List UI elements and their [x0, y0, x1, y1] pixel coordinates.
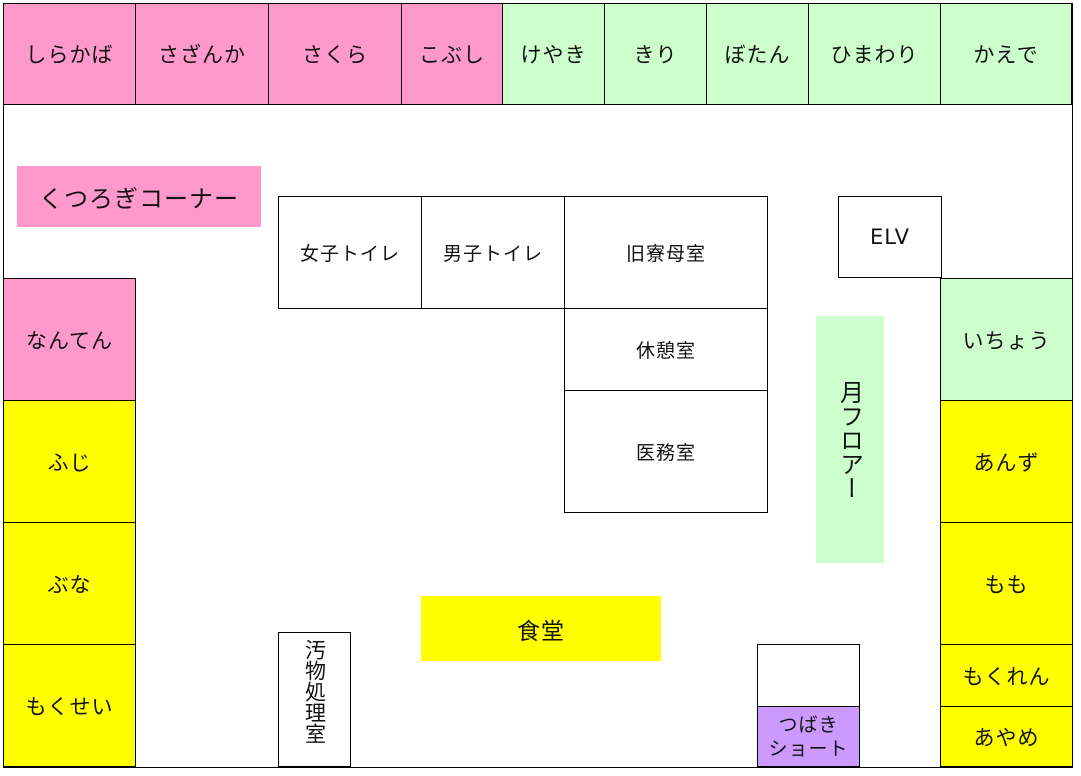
old-dorm-mother-room[interactable]: 旧寮母室 — [564, 196, 768, 309]
room-fuji[interactable]: ふじ — [3, 400, 136, 523]
room-label: あやめ — [973, 725, 1040, 750]
room-label: こぶし — [419, 43, 485, 67]
break-room[interactable]: 休憩室 — [564, 308, 768, 391]
room-botan[interactable]: ぼたん — [706, 3, 809, 105]
room-label: 旧寮母室 — [625, 243, 706, 265]
floor-name-text: 月フロアー — [835, 379, 864, 500]
room-label: しらかば — [25, 43, 114, 67]
room-tsubaki-short[interactable]: つばき ショート — [757, 706, 860, 767]
medical-room[interactable]: 医務室 — [564, 390, 768, 513]
room-mokusei[interactable]: もくせい — [3, 644, 136, 767]
room-label: もも — [984, 572, 1029, 597]
room-label: 男子トイレ — [442, 243, 543, 265]
elevator[interactable]: ELV — [838, 196, 942, 278]
room-label: なんてん — [26, 328, 113, 353]
room-label: 女子トイレ — [299, 243, 400, 265]
room-mokuren[interactable]: もくれん — [940, 644, 1073, 707]
room-label: きり — [633, 43, 678, 67]
womens-toilet[interactable]: 女子トイレ — [278, 196, 422, 309]
room-label-line2: ショート — [768, 737, 849, 760]
short-stay-anteroom[interactable] — [757, 644, 860, 707]
room-label: 食堂 — [517, 618, 565, 645]
room-label: ELV — [869, 225, 911, 249]
room-label: ぼたん — [724, 43, 791, 67]
room-himawari[interactable]: ひまわり — [808, 3, 941, 105]
room-label: あんず — [973, 450, 1040, 475]
mens-toilet[interactable]: 男子トイレ — [421, 196, 565, 309]
room-label: ふじ — [47, 450, 92, 475]
room-label: さくら — [302, 43, 368, 67]
dining-hall[interactable]: 食堂 — [421, 596, 661, 661]
room-label: かえで — [973, 43, 1039, 67]
room-label-line1: つばき — [778, 713, 839, 736]
room-icho[interactable]: いちょう — [940, 278, 1073, 401]
room-label: いちょう — [962, 328, 1051, 353]
floor-name-label: 月フロアー — [816, 316, 884, 563]
room-anzu[interactable]: あんず — [940, 400, 1073, 523]
room-nanten[interactable]: なんてん — [3, 278, 136, 401]
room-keyaki[interactable]: けやき — [502, 3, 605, 105]
room-momo[interactable]: もも — [940, 522, 1073, 645]
room-label: もくれん — [962, 664, 1051, 689]
room-kobushi[interactable]: こぶし — [401, 3, 503, 105]
room-kaede[interactable]: かえで — [940, 3, 1072, 105]
room-label: ぶな — [47, 572, 92, 597]
room-label: 医務室 — [635, 442, 696, 464]
room-sazanka[interactable]: さざんか — [135, 3, 269, 105]
room-label: 汚物処理室 — [302, 639, 327, 744]
room-label: ひまわり — [830, 43, 919, 67]
waste-disposal-room[interactable]: 汚物処理室 — [278, 632, 351, 767]
room-buna[interactable]: ぶな — [3, 522, 136, 645]
room-shirakaba[interactable]: しらかば — [3, 3, 136, 105]
room-label: 休憩室 — [635, 340, 696, 362]
room-label: さざんか — [158, 43, 246, 67]
room-label: けやき — [520, 43, 587, 67]
room-kiri[interactable]: きり — [604, 3, 707, 105]
room-ayame[interactable]: あやめ — [940, 706, 1073, 767]
room-label: もくせい — [25, 694, 114, 719]
lounge-corner[interactable]: くつろぎコーナー — [17, 166, 261, 227]
room-label: くつろぎコーナー — [39, 185, 239, 213]
room-sakura[interactable]: さくら — [268, 3, 402, 105]
